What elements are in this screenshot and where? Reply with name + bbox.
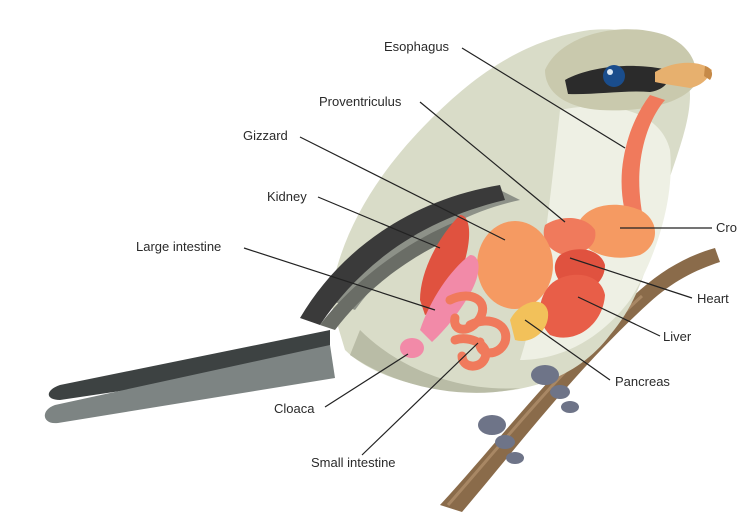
label-proventriculus: Proventriculus (319, 95, 401, 109)
eye-highlight (607, 69, 613, 75)
cloaca-organ (400, 338, 424, 358)
label-heart: Heart (697, 292, 729, 306)
label-large-intestine: Large intestine (136, 240, 221, 254)
label-crop: Cro (716, 221, 737, 235)
eye (603, 65, 625, 87)
label-cloaca: Cloaca (274, 402, 314, 416)
label-kidney: Kidney (267, 190, 307, 204)
label-small-intestine: Small intestine (311, 456, 396, 470)
gizzard-organ (477, 221, 553, 309)
label-pancreas: Pancreas (615, 375, 670, 389)
label-liver: Liver (663, 330, 691, 344)
label-gizzard: Gizzard (243, 129, 288, 143)
label-esophagus: Esophagus (384, 40, 449, 54)
